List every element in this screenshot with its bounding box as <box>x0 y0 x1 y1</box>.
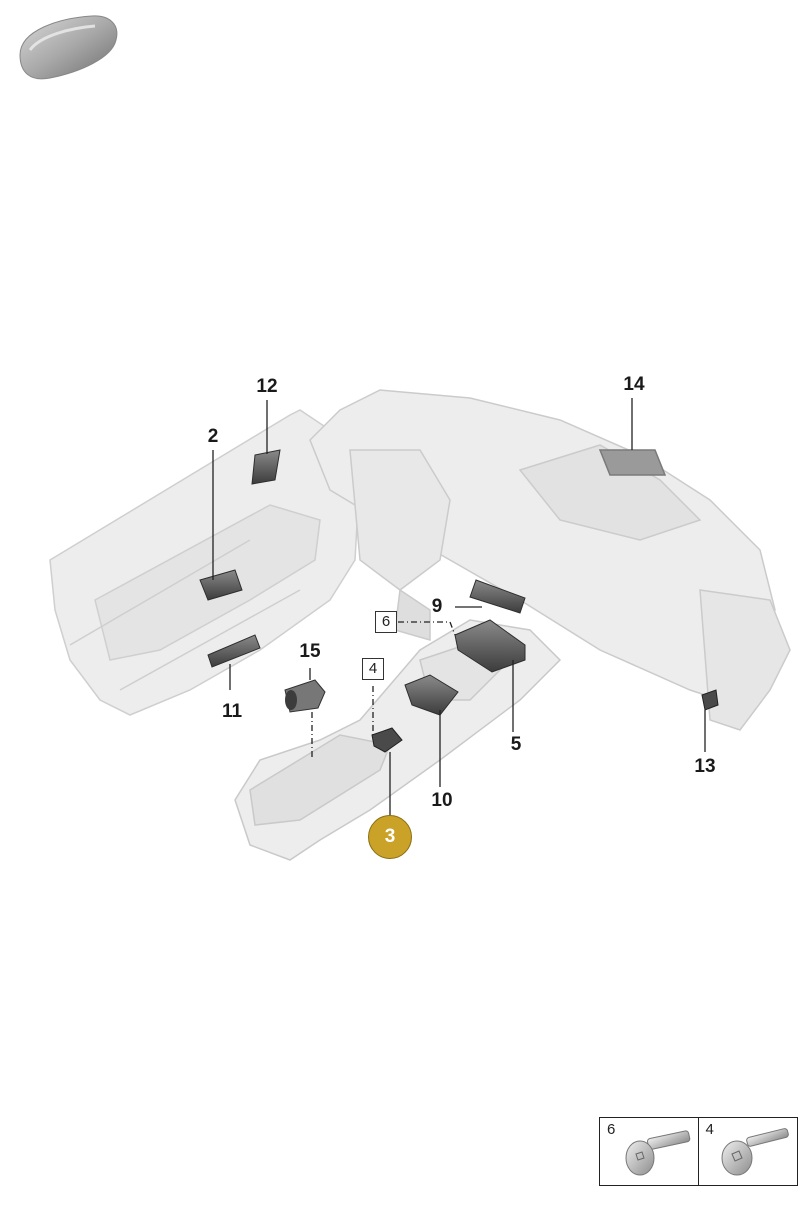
door-switch-component <box>199 569 243 601</box>
callout-5: 5 <box>510 734 522 755</box>
callout-10: 10 <box>431 790 453 811</box>
callout-11: 11 <box>221 701 243 722</box>
bolt-icon <box>721 1128 789 1176</box>
boxed-ref-6: 6 <box>375 611 397 633</box>
callout-2: 2 <box>207 426 219 447</box>
dash-end-component <box>701 689 719 711</box>
callout-9: 9 <box>431 596 443 617</box>
legend-cell-bolt-4: 4 <box>699 1118 798 1185</box>
legend-label-4: 4 <box>705 1121 714 1138</box>
door-pull-switch-component <box>207 634 261 668</box>
fastener-legend: 6 4 <box>599 1117 798 1186</box>
dashboard-assembly <box>309 389 791 731</box>
console-switch-panel-component <box>454 619 526 673</box>
callout-14: 14 <box>623 374 645 395</box>
leader-lines <box>212 398 706 815</box>
callout-15: 15 <box>299 641 321 662</box>
callout-13: 13 <box>694 756 716 777</box>
center-switch-component <box>469 579 526 614</box>
vehicle-thumbnail-icon <box>19 15 118 80</box>
legend-label-6: 6 <box>607 1121 616 1138</box>
bolt-icon <box>625 1130 691 1176</box>
socket-component <box>284 679 326 713</box>
highlighted-part-3[interactable]: 3 <box>368 815 412 859</box>
console-switch-component <box>404 674 459 716</box>
door-trim-insert-component <box>251 449 281 485</box>
door-trim-panel <box>49 409 361 716</box>
boxed-ref-4: 4 <box>362 658 384 680</box>
callout-12: 12 <box>256 376 278 397</box>
highlighted-switch-component <box>371 727 403 753</box>
legend-cell-bolt-6: 6 <box>600 1118 699 1185</box>
